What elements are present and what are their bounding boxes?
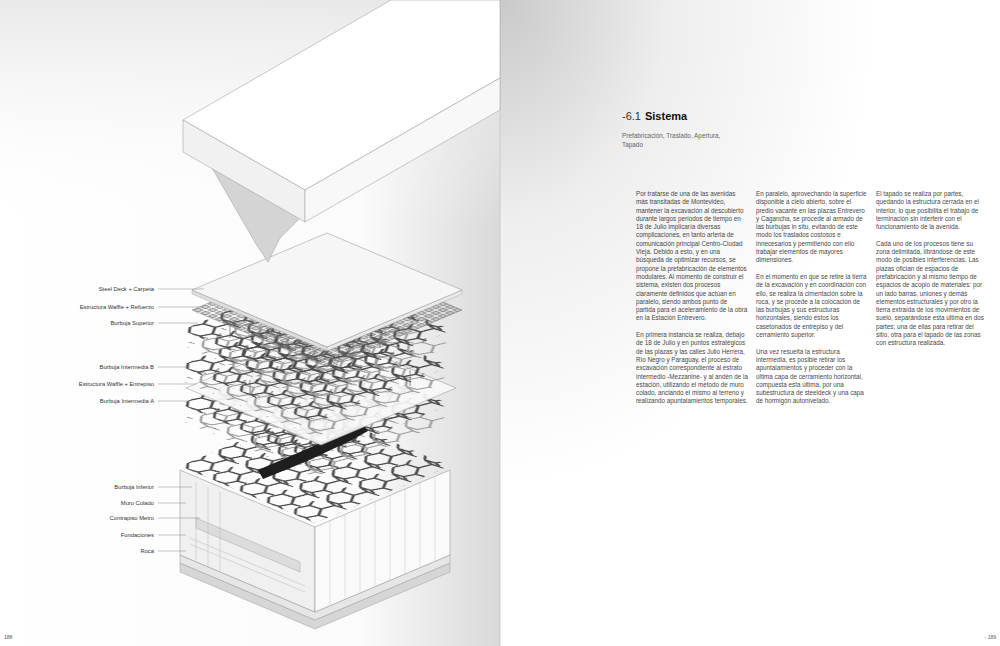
page-number: 188: [4, 634, 12, 640]
layer-label: Burbuja Superior: [110, 320, 154, 327]
left-page-shade: [0, 0, 500, 646]
layer-label: Steel Deck + Carpeta: [99, 286, 154, 293]
wall-panel-line: [435, 476, 436, 561]
wall-panel-line: [196, 482, 197, 560]
section-number: -6.1: [622, 110, 641, 123]
wall-panel-line: [405, 489, 406, 574]
wall-panel-line: [420, 483, 421, 568]
leader-line: [158, 307, 204, 308]
body-paragraph: Una vez resuelta la estructura intermedi…: [756, 348, 868, 406]
layer-label: Muro Colado: [121, 500, 154, 507]
strut: [410, 370, 411, 386]
deck-plane: [192, 233, 462, 347]
wall-panel-line: [390, 495, 391, 580]
leader-line: [158, 551, 186, 552]
body-paragraph: En el momento en que se retire la tierra…: [756, 273, 868, 339]
text-column: Por tratarse de una de las avenidas más …: [636, 190, 748, 414]
layer-label: Estructura Waffle + Refuerzo: [80, 304, 154, 311]
body-paragraph: En primera instancia se realiza, debajo …: [636, 331, 748, 406]
strut: [250, 380, 251, 396]
leader-line: [158, 323, 198, 324]
wall-panel-line: [208, 487, 209, 566]
body-paragraph: El tapado se realiza por partes, quedand…: [876, 190, 988, 231]
leader-line: [158, 535, 186, 536]
leader-line: [158, 503, 186, 504]
rail-line: [190, 538, 305, 586]
layer-label: Burbuja Inferior: [114, 484, 154, 491]
left-page: [0, 0, 500, 646]
rail-line: [190, 544, 305, 592]
leader-line: [158, 487, 192, 488]
body-paragraph: Por tratarse de una de las avenidas más …: [636, 190, 748, 323]
leader-line: [158, 289, 204, 290]
right-page: [500, 0, 1000, 646]
metro-platform: [196, 518, 300, 572]
body-paragraph: Cada uno de los procesos tiene su zona d…: [876, 240, 988, 348]
layer-label: Estructura Waffle + Entrepiso: [79, 381, 154, 388]
street-block-side: [305, 78, 500, 222]
wall-panel-line: [220, 492, 221, 571]
leader-lines: [158, 289, 204, 551]
leader-line: [158, 518, 200, 519]
wall-panel-line: [345, 514, 346, 599]
layer-label: Burbuja Intermedia A: [100, 398, 154, 405]
text-column: El tapado se realiza por partes, quedand…: [876, 190, 988, 356]
leader-line: [158, 401, 190, 402]
steel-deck: [192, 233, 462, 347]
street-block-side: [183, 120, 305, 222]
layer-label: Fundaciones: [121, 532, 154, 539]
wall-panel-line: [360, 508, 361, 593]
body-paragraph: En paralelo, aprovechando la superficie …: [756, 190, 868, 265]
wall-panel-line: [330, 521, 331, 606]
layer-label: Burbuja Intermedia B: [100, 364, 154, 371]
leader-line: [158, 384, 196, 385]
subtitle: Prefabricación, Traslado, Apertura, Tapa…: [622, 131, 740, 149]
leader-line: [158, 367, 190, 368]
layer-label: Roca: [140, 548, 154, 555]
section-title: Sistema: [645, 110, 687, 123]
layer-label: Contrapiso Metro: [110, 515, 154, 522]
page-number: - 189: [985, 634, 996, 640]
wall-panel-line: [375, 502, 376, 587]
text-column: En paralelo, aprovechando la superficie …: [756, 190, 868, 414]
